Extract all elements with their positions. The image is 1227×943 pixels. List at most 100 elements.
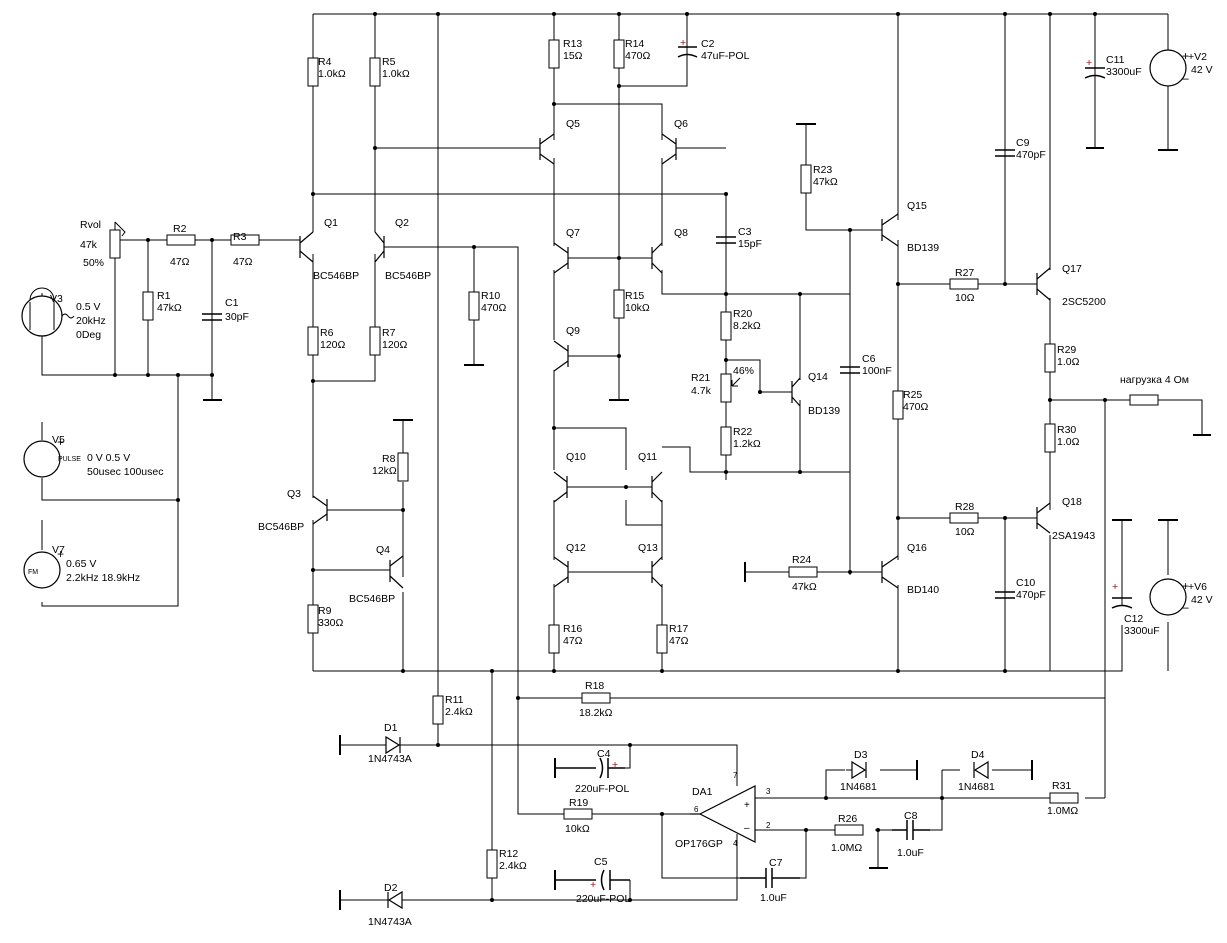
resistor-r20[interactable] bbox=[720, 311, 732, 341]
label-c5-ref: C5 bbox=[594, 856, 608, 868]
transistor-q8[interactable] bbox=[651, 242, 663, 274]
resistor-r11[interactable] bbox=[432, 695, 444, 725]
transistor-q15[interactable] bbox=[881, 213, 899, 247]
label-c9-value: 470pF bbox=[1016, 149, 1046, 161]
transistor-q1[interactable] bbox=[299, 231, 314, 263]
resistor-r7[interactable] bbox=[369, 326, 381, 356]
resistor-r2[interactable] bbox=[166, 234, 196, 246]
transistor-q4[interactable] bbox=[389, 555, 404, 589]
label-d1-value: 1N4743A bbox=[368, 753, 412, 765]
resistor-r23[interactable] bbox=[800, 164, 812, 194]
resistor-r16[interactable] bbox=[548, 624, 560, 654]
diode-d2[interactable] bbox=[387, 890, 403, 910]
diode-d1[interactable] bbox=[385, 735, 401, 755]
label-q18-value: 2SA1943 bbox=[1052, 530, 1095, 542]
transistor-q6[interactable] bbox=[661, 133, 677, 165]
resistor-r9[interactable] bbox=[307, 604, 319, 634]
resistor-r27[interactable] bbox=[949, 278, 979, 290]
label-c8-ref: C8 bbox=[904, 810, 918, 822]
transistor-q17[interactable] bbox=[1036, 267, 1051, 301]
transistor-q13[interactable] bbox=[651, 556, 663, 588]
resistor-r3[interactable] bbox=[230, 234, 260, 246]
resistor-r26[interactable] bbox=[834, 824, 864, 836]
label-r2-value: 47Ω bbox=[170, 256, 190, 268]
resistor-r8[interactable] bbox=[397, 452, 409, 482]
capacitor-c7[interactable] bbox=[740, 868, 800, 888]
resistor-r31[interactable] bbox=[1049, 792, 1079, 804]
diode-d3[interactable] bbox=[851, 760, 867, 780]
source-v6[interactable] bbox=[1149, 578, 1187, 616]
transistor-q3[interactable] bbox=[312, 495, 328, 525]
capacitor-c8[interactable] bbox=[892, 820, 930, 840]
resistor-r30[interactable] bbox=[1044, 423, 1056, 453]
capacitor-c4[interactable] bbox=[555, 757, 625, 779]
resistor-r13[interactable] bbox=[548, 39, 560, 69]
label-q8-ref: Q8 bbox=[674, 227, 688, 239]
resistor-r12[interactable] bbox=[486, 849, 498, 879]
transistor-q5[interactable] bbox=[539, 133, 555, 165]
transistor-q7[interactable] bbox=[553, 242, 569, 274]
label-r20-value: 8.2kΩ bbox=[733, 320, 761, 332]
resistor-r24[interactable] bbox=[788, 566, 818, 578]
label-c7-value: 1.0uF bbox=[760, 892, 787, 904]
capacitor-c12[interactable] bbox=[1111, 597, 1133, 609]
label-r24-ref: R24 bbox=[792, 554, 811, 566]
source-v2[interactable] bbox=[1149, 49, 1187, 87]
transistor-q18[interactable] bbox=[1036, 502, 1051, 534]
label-q15-ref: Q15 bbox=[907, 200, 927, 212]
resistor-r19[interactable] bbox=[563, 808, 593, 820]
label-q3-value: BC546BP bbox=[258, 521, 304, 533]
capacitor-c2[interactable] bbox=[677, 46, 698, 58]
label-q3-ref: Q3 bbox=[287, 488, 301, 500]
label-q14-value: BD139 bbox=[808, 405, 840, 417]
resistor-r28[interactable] bbox=[949, 512, 979, 524]
label-r16-ref: R16 bbox=[563, 623, 582, 635]
label-r12-ref: R12 bbox=[499, 848, 518, 860]
label-v6-ref: +V6 bbox=[1188, 581, 1207, 593]
resistor-r29[interactable] bbox=[1044, 343, 1056, 373]
resistor-load[interactable] bbox=[1129, 394, 1159, 406]
resistor-r18[interactable] bbox=[581, 692, 611, 704]
resistor-r4[interactable] bbox=[307, 57, 319, 87]
capacitor-c5[interactable] bbox=[555, 869, 630, 891]
capacitor-c10[interactable] bbox=[995, 591, 1015, 599]
capacitor-c9[interactable] bbox=[995, 149, 1015, 157]
svg-text:FM: FM bbox=[28, 569, 38, 576]
transistor-q16[interactable] bbox=[881, 555, 899, 589]
label-v2-value: 42 V bbox=[1191, 64, 1213, 76]
svg-text:6: 6 bbox=[694, 805, 699, 814]
resistor-r17[interactable] bbox=[656, 624, 668, 654]
resistor-r6[interactable] bbox=[307, 326, 319, 356]
transistor-q12[interactable] bbox=[553, 556, 569, 588]
label-r9-ref: R9 bbox=[318, 605, 332, 617]
resistor-r25[interactable] bbox=[892, 390, 904, 420]
transistor-q9[interactable] bbox=[553, 340, 569, 372]
resistor-r22[interactable] bbox=[720, 426, 732, 456]
resistor-r1[interactable] bbox=[142, 291, 154, 321]
label-r21-extra: 46% bbox=[733, 365, 754, 377]
capacitor-c11[interactable] bbox=[1084, 67, 1106, 79]
label-r25-value: 470Ω bbox=[903, 401, 929, 413]
capacitor-c1[interactable] bbox=[202, 313, 222, 321]
resistor-r21[interactable] bbox=[720, 373, 732, 403]
label-q4-ref: Q4 bbox=[376, 544, 390, 556]
transistor-q10[interactable] bbox=[553, 471, 568, 503]
label-q16-ref: Q16 bbox=[907, 542, 927, 554]
label-r20-ref: R20 bbox=[733, 308, 752, 320]
label-r8-ref: R8 bbox=[382, 453, 396, 465]
transistor-q11[interactable] bbox=[651, 471, 663, 503]
source-v5[interactable] bbox=[23, 440, 61, 478]
transistor-q14[interactable] bbox=[791, 377, 801, 407]
resistor-rvol[interactable] bbox=[109, 229, 121, 259]
resistor-r14[interactable] bbox=[613, 39, 625, 69]
label-c10-value: 470pF bbox=[1016, 589, 1046, 601]
source-v7[interactable] bbox=[23, 551, 61, 589]
capacitor-c6[interactable] bbox=[840, 366, 860, 374]
resistor-r5[interactable] bbox=[369, 57, 381, 87]
capacitor-c3[interactable] bbox=[716, 236, 736, 244]
diode-d4[interactable] bbox=[973, 760, 989, 780]
resistor-r15[interactable] bbox=[613, 289, 625, 319]
transistor-q2[interactable] bbox=[374, 231, 385, 263]
opamp-da1[interactable] bbox=[690, 785, 756, 843]
resistor-r10[interactable] bbox=[468, 291, 480, 321]
